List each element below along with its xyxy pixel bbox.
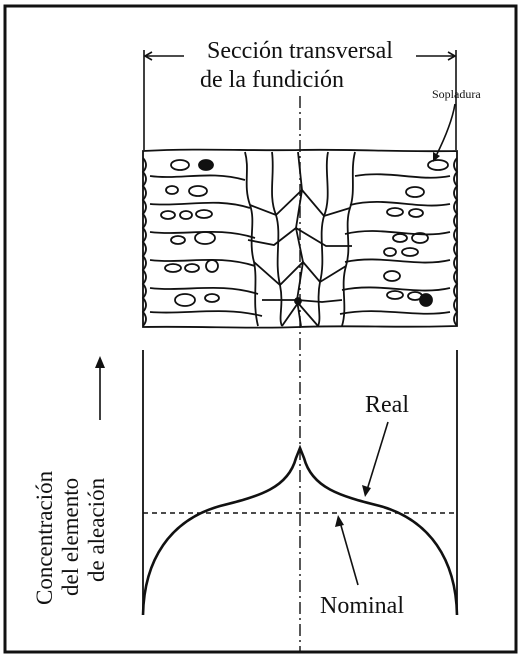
real-label: Real — [365, 392, 409, 418]
title-line-1: Sección transversal — [207, 38, 393, 64]
y-axis-label-line-2: del elemento — [58, 478, 84, 596]
y-axis-label-line-3: de aleación — [84, 478, 110, 582]
nominal-arrowhead — [335, 515, 344, 527]
nominal-label: Nominal — [320, 593, 404, 619]
nominal-arrow — [340, 522, 358, 585]
y-axis-arrowhead — [95, 356, 105, 368]
real-arrow — [367, 422, 388, 490]
title-line-2: de la fundición — [200, 67, 344, 93]
real-arrowhead — [362, 485, 371, 497]
y-axis-label-line-1: Concentración — [32, 471, 58, 605]
blowhole-leader-arrow — [436, 104, 455, 156]
blowhole-label: Sopladura — [432, 87, 481, 101]
